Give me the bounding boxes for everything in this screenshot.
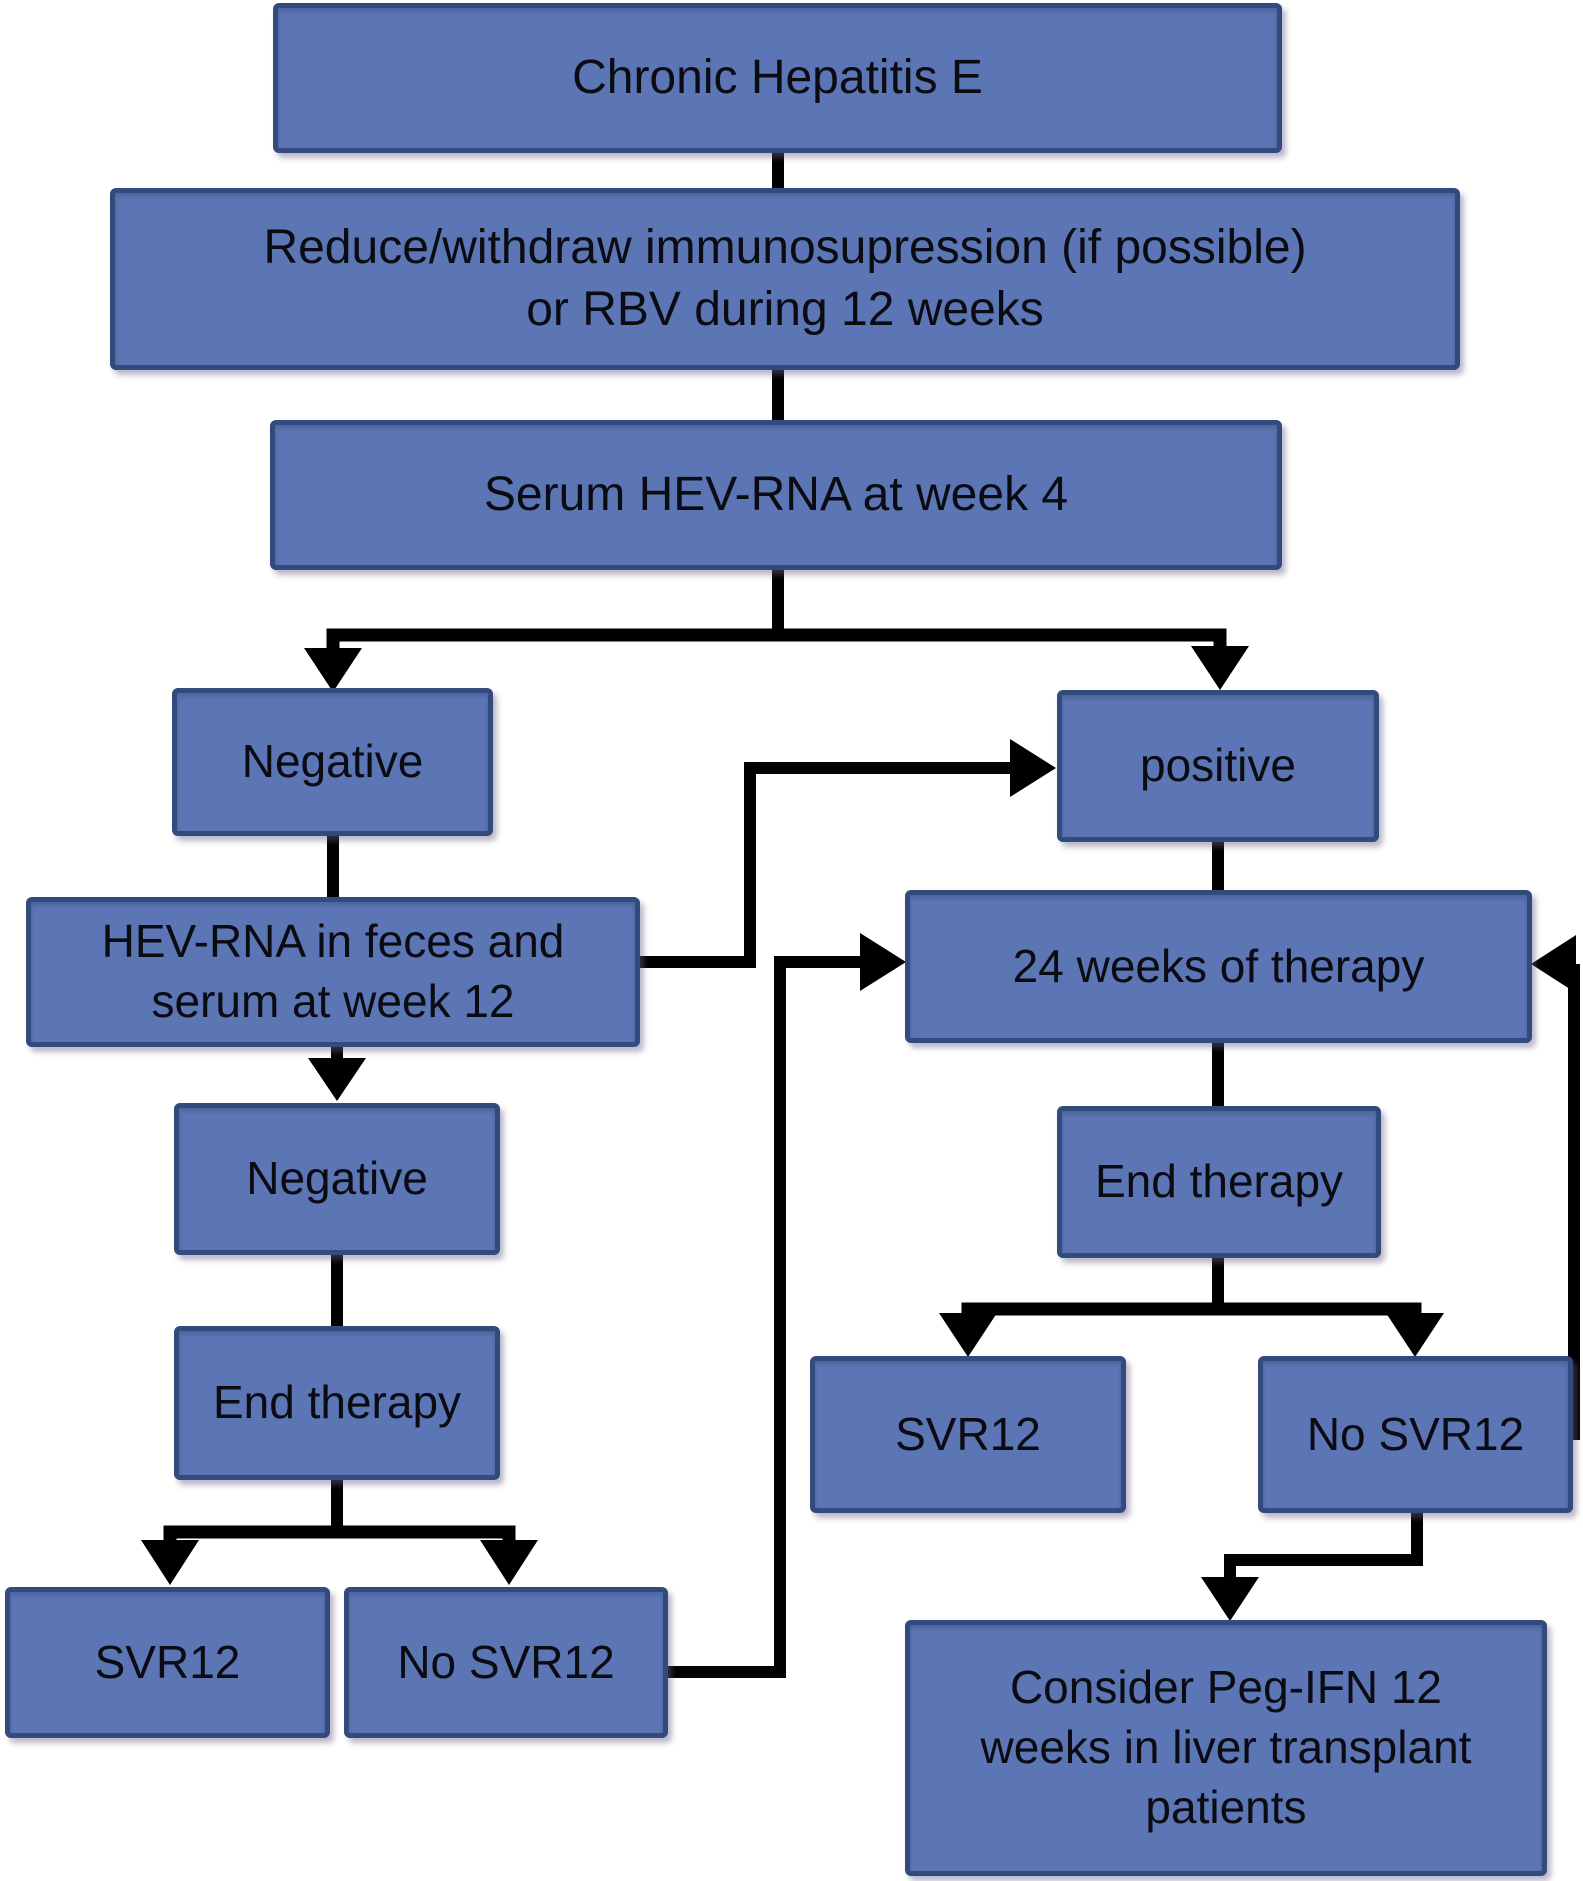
edge-no-svr12-left-to-24weeks <box>664 933 906 1678</box>
node-consider-peg-ifn: Consider Peg-IFN 12 weeks in liver trans… <box>905 1620 1547 1876</box>
arrowhead-to-no-svr12-left <box>480 1540 538 1585</box>
arrowhead-to-positive <box>1191 646 1249 690</box>
node-serum-hev-rna-week4: Serum HEV-RNA at week 4 <box>270 420 1282 570</box>
arrowhead-to-svr12-left <box>141 1540 199 1585</box>
node-reduce-withdraw-immunosupression: Reduce/withdraw immunosupression (if pos… <box>110 188 1460 370</box>
node-positive-week4: positive <box>1057 690 1379 842</box>
node-end-therapy-left: End therapy <box>174 1326 500 1480</box>
node-no-svr12-right: No SVR12 <box>1258 1356 1573 1513</box>
edge-end-therapy-left-branch <box>141 1476 538 1585</box>
node-no-svr12-left: No SVR12 <box>344 1587 668 1738</box>
arrowhead-to-consider <box>1201 1577 1259 1621</box>
edge-no-svr12-right-to-consider <box>1201 1509 1423 1621</box>
arrowhead-to-negative2 <box>308 1058 366 1101</box>
arrowhead-to-no-svr12-right <box>1386 1313 1444 1357</box>
node-svr12-left: SVR12 <box>5 1587 330 1738</box>
arrowhead-into-24weeks-left <box>860 933 906 991</box>
edge-end-therapy-right-branch <box>939 1254 1444 1357</box>
node-negative-week12: Negative <box>174 1103 500 1255</box>
node-svr12-right: SVR12 <box>810 1356 1126 1513</box>
edge-hev-feces-to-negative2 <box>308 1043 366 1101</box>
node-24-weeks-of-therapy: 24 weeks of therapy <box>905 890 1532 1043</box>
edge-serum-to-branch <box>304 566 1249 692</box>
arrowhead-to-svr12-right <box>939 1313 997 1357</box>
node-hev-rna-feces-serum-week12: HEV-RNA in feces and serum at week 12 <box>26 897 640 1047</box>
node-end-therapy-right: End therapy <box>1057 1106 1381 1258</box>
node-chronic-hepatitis-e: Chronic Hepatitis E <box>273 3 1282 153</box>
arrowhead-into-24weeks-right <box>1531 935 1576 993</box>
arrowhead-to-negative <box>304 648 362 692</box>
arrowhead-into-positive-left <box>1010 739 1056 797</box>
node-negative-week4: Negative <box>172 688 493 836</box>
